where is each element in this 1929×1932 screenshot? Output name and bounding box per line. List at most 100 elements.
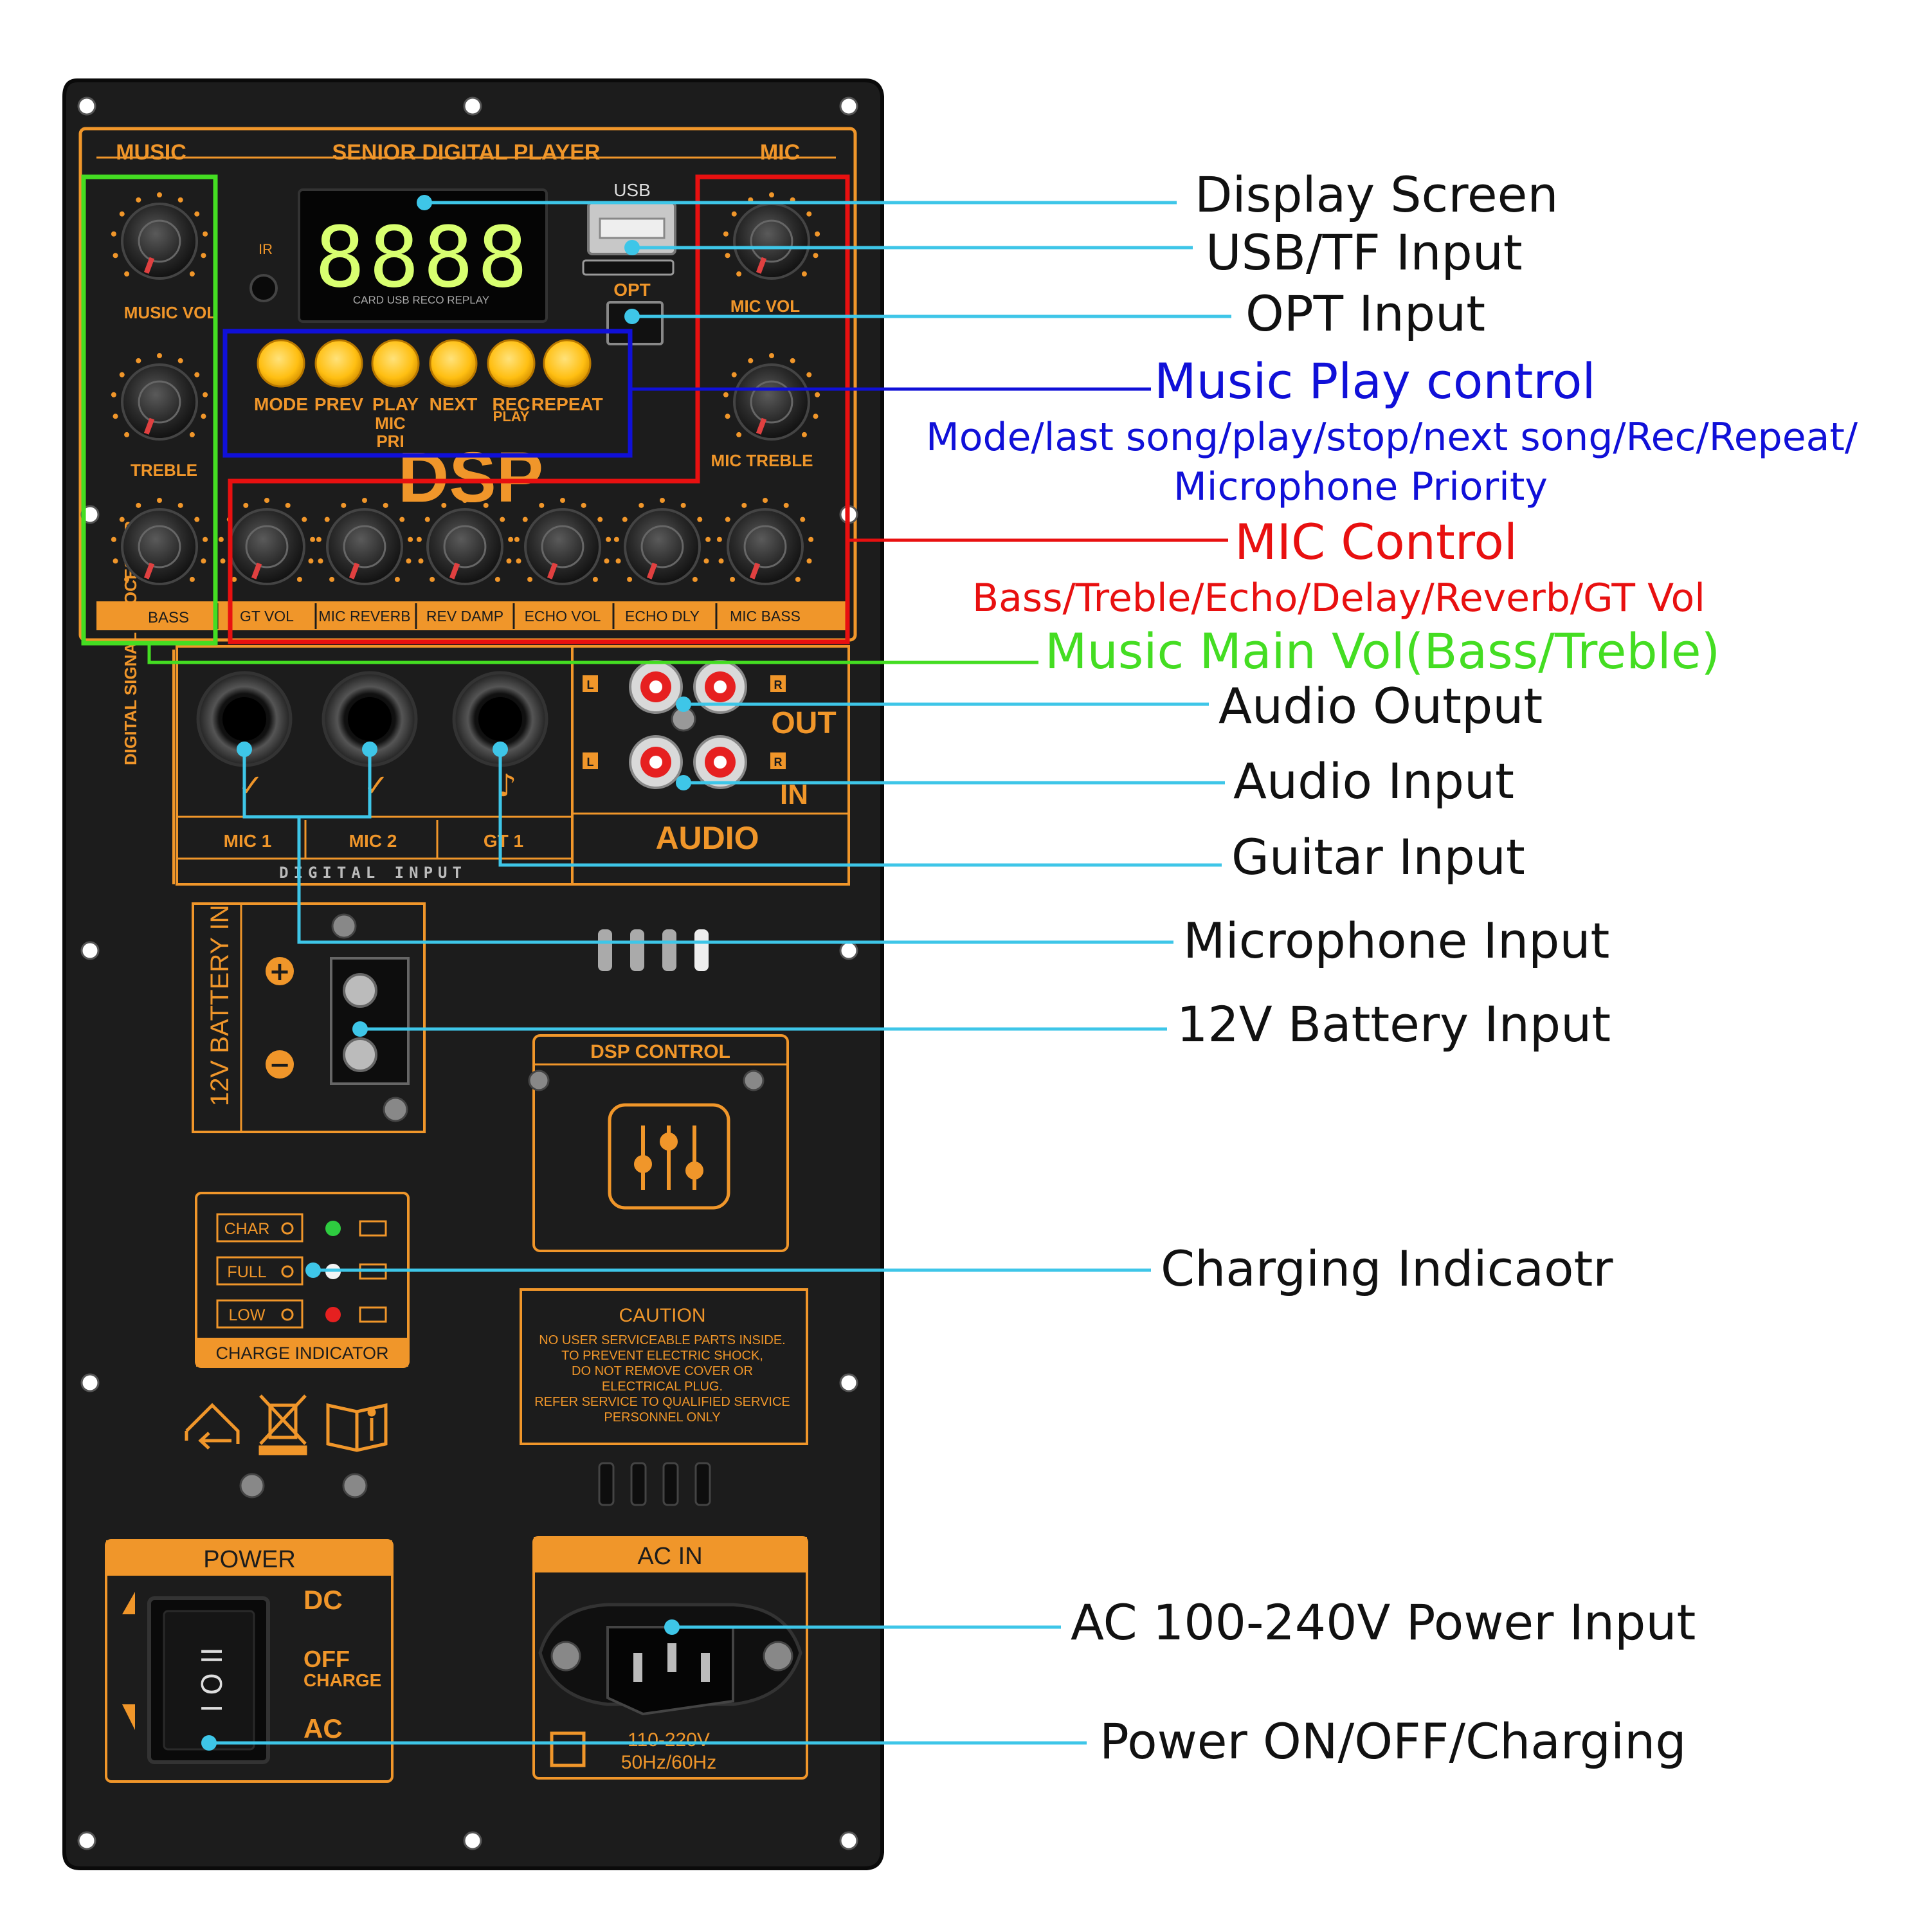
knob-body[interactable] <box>228 508 305 585</box>
arrow-up-icon <box>122 1592 135 1614</box>
mic-bass-knob[interactable] <box>716 498 814 585</box>
rca-pin <box>714 756 727 769</box>
knob-tick <box>124 271 130 277</box>
knob-tick <box>189 576 195 582</box>
echo-vol-knob[interactable] <box>514 498 611 585</box>
knob-tick <box>795 576 801 582</box>
knob-body[interactable] <box>727 508 804 585</box>
charge-row-label: LOW <box>229 1306 266 1324</box>
mic-control-box <box>228 174 850 644</box>
prev-button[interactable] <box>314 339 363 388</box>
ir-label: IR <box>258 241 273 257</box>
knob-tick <box>813 253 819 259</box>
knob-tick <box>522 516 528 522</box>
knob-body[interactable] <box>121 363 198 441</box>
knob-body[interactable] <box>426 508 503 585</box>
callout-power-switch: Power ON/OFF/Charging <box>1100 1713 1687 1770</box>
mode-button[interactable] <box>257 339 305 388</box>
knob-cap <box>343 525 386 569</box>
screw <box>239 1473 265 1499</box>
bottom-knob-label: REV DAMP <box>426 608 503 624</box>
knob-tick <box>136 502 141 508</box>
knob-tick <box>790 358 795 363</box>
bottom-knob-label: GT VOL <box>240 608 294 624</box>
rec-button[interactable] <box>487 339 536 388</box>
callout-audio-input: Audio Input <box>1233 752 1514 810</box>
button-label: MODE <box>254 394 308 414</box>
channel-tag <box>583 675 598 692</box>
ac-in-label: AC IN <box>637 1543 702 1570</box>
screw <box>743 1070 765 1091</box>
knob-tick <box>394 576 400 582</box>
button-label: NEXT <box>430 394 478 414</box>
knob-tick <box>718 558 724 564</box>
knob-body[interactable] <box>733 203 810 280</box>
knob-tick <box>441 502 447 508</box>
indoor-use-icon <box>185 1403 240 1450</box>
mic-treble-knob[interactable] <box>723 353 820 441</box>
bass-knob[interactable] <box>111 498 208 585</box>
knob-tick <box>705 536 711 542</box>
screw <box>550 1641 581 1672</box>
knob-tick <box>194 372 200 378</box>
knob-tick <box>462 498 467 503</box>
knob-tick <box>494 576 500 582</box>
charge-led <box>325 1221 341 1236</box>
knob-body[interactable] <box>326 508 403 585</box>
charge-row-label: CHAR <box>224 1220 270 1238</box>
minus-symbol: − <box>269 1050 291 1080</box>
knob-tick <box>736 432 742 437</box>
dsp-control-button[interactable] <box>608 1103 730 1210</box>
knob-tick <box>231 576 237 582</box>
usb-label: USB <box>613 180 651 200</box>
leader-battery-dot <box>352 1021 368 1037</box>
knob-tick <box>581 502 586 508</box>
music-vol-label: MUSIC VOL <box>124 303 217 322</box>
bottom-knob-label: MIC REVERB <box>318 608 410 624</box>
play-button[interactable] <box>371 339 420 388</box>
callout-music-play-sub2: Microphone Priority <box>1173 464 1548 509</box>
music-vol-knob[interactable] <box>111 192 208 280</box>
knob-cap <box>138 380 181 424</box>
knob-tick <box>177 502 183 508</box>
repeat-button[interactable] <box>543 339 592 388</box>
knob-tick <box>801 432 807 437</box>
caution-line: REFER SERVICE TO QUALIFIED SERVICE <box>534 1395 790 1409</box>
knob-tick <box>418 558 424 564</box>
knob-body[interactable] <box>524 508 601 585</box>
digital-input-label: DIGITAL INPUT <box>279 864 467 882</box>
knob-tick <box>769 353 774 358</box>
knob-tick <box>801 271 807 277</box>
callout-mic-control: MIC Control <box>1235 513 1517 570</box>
power-band <box>106 1540 392 1576</box>
knob-tick <box>201 558 206 564</box>
next-button[interactable] <box>429 339 478 388</box>
rev-damp-knob[interactable] <box>416 498 514 585</box>
knob-tick <box>723 231 729 237</box>
knob-tick <box>408 536 413 542</box>
charge-indicator-label: CHARGE INDICATOR <box>215 1344 388 1363</box>
knob-tick <box>516 558 521 564</box>
leader-ac-power-dot <box>664 1619 680 1635</box>
callout-ac-power-input: AC 100-240V Power Input <box>1071 1594 1696 1651</box>
knob-tick <box>119 372 125 378</box>
knob-pointer <box>756 257 767 274</box>
knob-body[interactable] <box>733 363 810 441</box>
knob-tick <box>111 231 116 237</box>
knob-body[interactable] <box>121 203 198 280</box>
channel-tag <box>770 752 786 769</box>
charge-label: CHARGE <box>303 1670 381 1690</box>
usb-slot <box>599 217 666 239</box>
button-label: REPEAT <box>531 394 603 414</box>
knob-body[interactable] <box>121 508 198 585</box>
knob-tick <box>177 197 183 203</box>
treble-knob[interactable] <box>111 353 208 441</box>
knob-pointer <box>251 562 262 579</box>
mic-reverb-knob[interactable] <box>316 498 413 585</box>
terminal-screw-bottom <box>343 1037 377 1072</box>
microphone-icon: ✓ <box>363 768 389 804</box>
knob-body[interactable] <box>624 508 701 585</box>
knob-cap <box>750 380 793 424</box>
echo-dly-knob[interactable] <box>613 498 711 585</box>
channel-letter: L <box>587 679 594 691</box>
